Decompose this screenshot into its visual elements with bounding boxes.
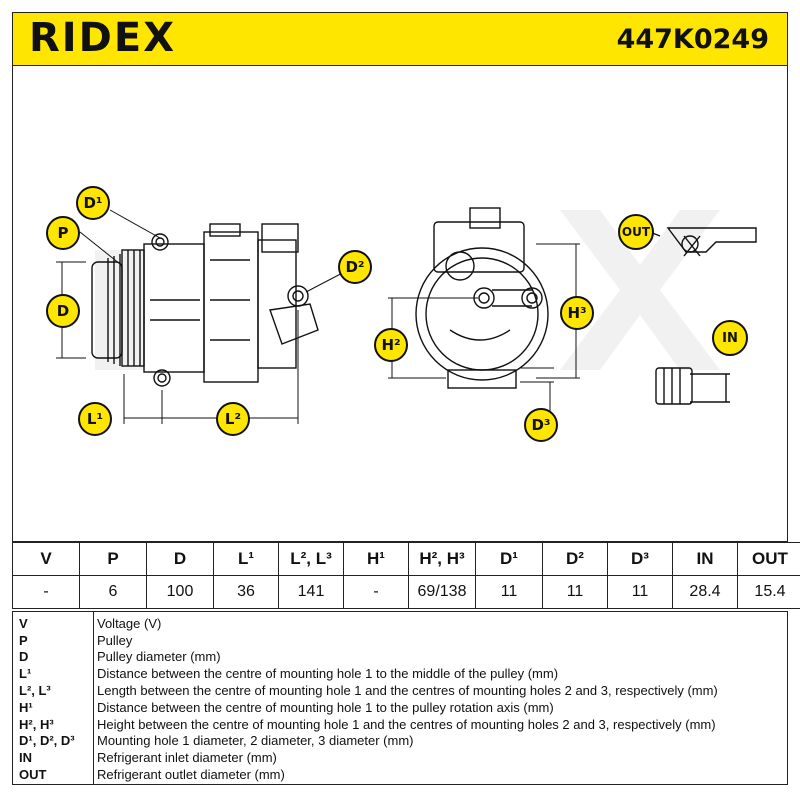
spec-table: V P D L¹ L², L³ H¹ H², H³ D¹ D² D³ IN OU… (12, 542, 800, 609)
compressor-side-view (91, 223, 319, 387)
dimension-lines-middle (388, 243, 580, 412)
legend-text: Refrigerant inlet diameter (mm) (97, 750, 277, 766)
spec-header-cell: P (79, 542, 147, 576)
legend-text: Distance between the centre of mounting … (97, 666, 559, 682)
spec-header-row: V P D L¹ L², L³ H¹ H², H³ D¹ D² D³ IN OU… (12, 542, 800, 576)
legend-key: V (19, 615, 28, 631)
spec-header-cell: OUT (737, 542, 800, 576)
spec-value-cell: 11 (475, 575, 543, 609)
legend-text: Distance between the centre of mounting … (97, 699, 554, 715)
legend-text: Refrigerant outlet diameter (mm) (97, 767, 285, 783)
outlet-fitting (649, 227, 757, 257)
legend-key: L², L³ (19, 683, 51, 699)
spec-header-cell: H¹ (343, 542, 409, 576)
legend-item: L¹ Distance between the centre of mountin… (13, 665, 787, 682)
legend-item: H², H³ Height between the centre of mount… (13, 716, 787, 733)
callout-h3: H³ (560, 296, 594, 330)
spec-header-cell: L¹ (213, 542, 279, 576)
spec-header-cell: V (12, 542, 80, 576)
compressor-technical-drawing (56, 207, 757, 424)
spec-value-row: - 6 100 36 141 - 69/138 11 11 11 28.4 15… (12, 575, 800, 609)
callout-d: D (46, 294, 80, 328)
callout-in: IN (712, 320, 748, 356)
callout-d1: D¹ (76, 186, 110, 220)
spec-value-cell: - (12, 575, 80, 609)
legend-list: V Voltage (V) P Pulley D Pulley diameter (m… (13, 615, 787, 783)
legend-text: Voltage (V) (97, 615, 162, 631)
legend-box: V Voltage (V) P Pulley D Pulley diameter (m… (12, 611, 788, 785)
spec-value-cell: 100 (146, 575, 214, 609)
legend-item: OUT Refrigerant outlet diameter (mm) (13, 766, 787, 783)
callout-d3: D³ (524, 408, 558, 442)
legend-item: L², L³ Length between the centre of mount… (13, 682, 787, 699)
spec-value-cell: 15.4 (737, 575, 800, 609)
drawing-frame (12, 66, 788, 542)
legend-item: P Pulley (13, 632, 787, 649)
callout-h2: H² (374, 328, 408, 362)
legend-key: H¹ (19, 699, 33, 715)
spec-value-cell: 11 (542, 575, 608, 609)
spec-value-cell: 28.4 (672, 575, 738, 609)
legend-text: Pulley diameter (mm) (97, 649, 221, 665)
legend-key: L¹ (19, 666, 32, 682)
legend-item: IN Refrigerant inlet diameter (mm) (13, 749, 787, 766)
legend-text: Mounting hole 1 diameter, 2 diameter, 3 … (97, 733, 414, 749)
spec-value-cell: 6 (79, 575, 147, 609)
legend-divider (93, 612, 94, 784)
spec-header-cell: D (146, 542, 214, 576)
spec-value-cell: 11 (607, 575, 673, 609)
callout-p: P (46, 216, 80, 250)
header-bar: RIDEX 447K0249 (12, 12, 788, 66)
legend-key: OUT (19, 767, 47, 783)
legend-text: Pulley (97, 632, 133, 648)
legend-item: V Voltage (V) (13, 615, 787, 632)
spec-value-cell: 69/138 (408, 575, 476, 609)
callout-l2: L² (216, 402, 250, 436)
spec-value-cell: 36 (213, 575, 279, 609)
brand-logo: RIDEX (29, 15, 177, 61)
spec-header-cell: D³ (607, 542, 673, 576)
legend-item: D Pulley diameter (mm) (13, 649, 787, 666)
spec-header-cell: L², L³ (278, 542, 344, 576)
part-number: 447K0249 (616, 24, 769, 55)
dimension-lines-left (56, 209, 353, 424)
legend-text: Height between the centre of mounting ho… (97, 716, 716, 732)
callout-d2: D² (338, 250, 372, 284)
legend-key: H², H³ (19, 716, 54, 732)
spec-header-cell: D¹ (475, 542, 543, 576)
legend-item: H¹ Distance between the centre of mountin… (13, 699, 787, 716)
legend-key: IN (19, 750, 32, 766)
spec-value-cell: - (343, 575, 409, 609)
legend-key: D (19, 649, 29, 665)
legend-text: Length between the centre of mounting ho… (97, 683, 718, 699)
compressor-front-view (415, 207, 549, 389)
callout-l1: L¹ (78, 402, 112, 436)
legend-item: D¹, D², D³ Mounting hole 1 diameter, 2 di… (13, 733, 787, 750)
spec-header-cell: IN (672, 542, 738, 576)
inlet-fitting (655, 367, 730, 405)
spec-header-cell: D² (542, 542, 608, 576)
callout-out: OUT (618, 214, 654, 250)
spec-value-cell: 141 (278, 575, 344, 609)
legend-key: P (19, 632, 28, 648)
legend-key: D¹, D², D³ (19, 733, 75, 749)
spec-header-cell: H², H³ (408, 542, 476, 576)
